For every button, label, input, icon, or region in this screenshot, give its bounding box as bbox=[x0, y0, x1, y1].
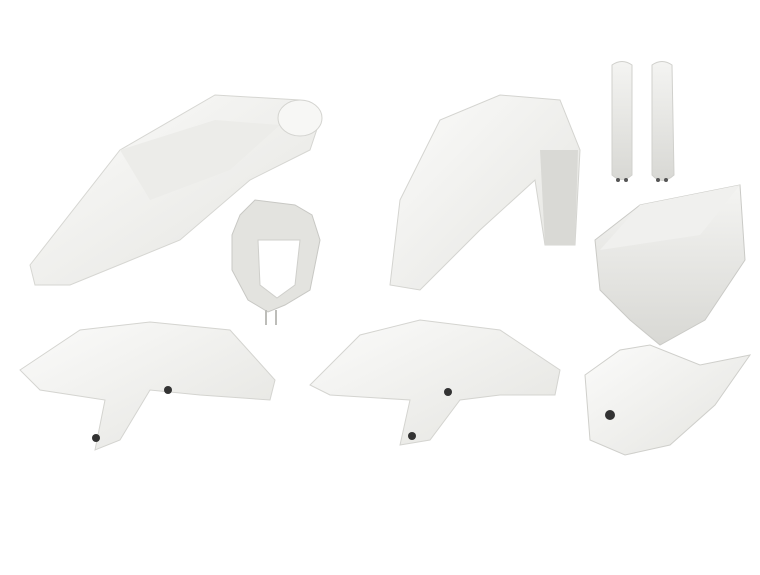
right-radiator-shroud bbox=[309, 319, 561, 446]
front-fender bbox=[389, 94, 581, 291]
headlight-mask bbox=[231, 199, 321, 325]
fork-guards bbox=[611, 61, 675, 182]
side-panel-lower bbox=[584, 344, 752, 456]
airbox-cover-upper bbox=[594, 184, 746, 346]
rear-fender bbox=[29, 94, 323, 286]
left-radiator-shroud bbox=[19, 321, 276, 451]
